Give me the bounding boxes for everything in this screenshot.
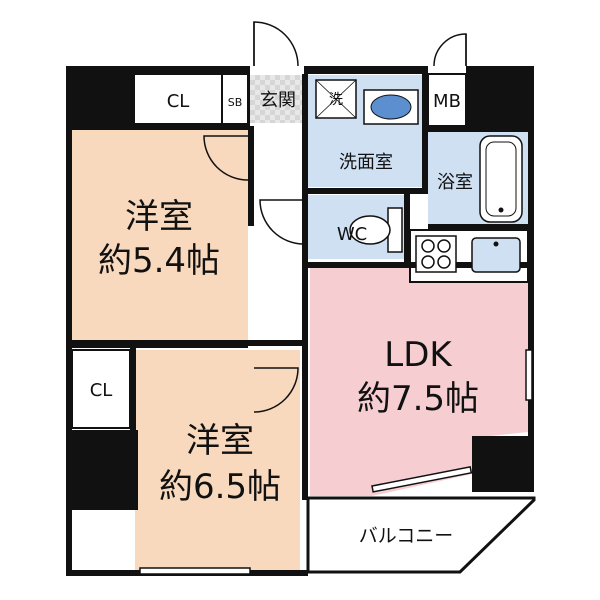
western-room-1-size: 約5.4帖 [98, 241, 220, 281]
stove [415, 235, 457, 273]
mb-label: MB [433, 91, 461, 112]
western-room-2-name: 洋室 [186, 421, 254, 461]
balcony-label: バルコニー [359, 525, 454, 547]
washroom-label: 洗面室 [339, 152, 393, 173]
windows [139, 349, 533, 575]
entrance-label: 玄関 [260, 90, 296, 111]
washer-pan [315, 79, 357, 119]
western-room-2-size: 約6.5帖 [159, 467, 281, 507]
entrance-floor [250, 75, 306, 123]
washbasin [363, 89, 419, 125]
western-room-2-floor [135, 350, 300, 572]
closet-left-label: CL [90, 380, 113, 401]
closet-left-box [71, 349, 131, 429]
sb-label: SB [228, 96, 243, 109]
ldk-size: 約7.5帖 [357, 379, 479, 419]
wc-label: WC [337, 224, 367, 245]
kitchen-sink [471, 237, 521, 273]
closet-top-label: CL [167, 91, 190, 112]
bathtub [479, 135, 523, 223]
mb-box [427, 73, 467, 127]
doors [203, 21, 467, 413]
sb-box [221, 73, 249, 125]
ldk-name: LDK [384, 335, 453, 375]
ldk-floor [310, 266, 528, 496]
washer-label: 洗 [329, 92, 343, 108]
bathroom-label: 浴室 [437, 172, 473, 193]
closet-top-box [133, 73, 223, 125]
balcony-area [306, 496, 536, 574]
western-room-1-name: 洋室 [125, 197, 193, 237]
western-room-1-floor [70, 130, 248, 344]
toilet [349, 207, 403, 253]
